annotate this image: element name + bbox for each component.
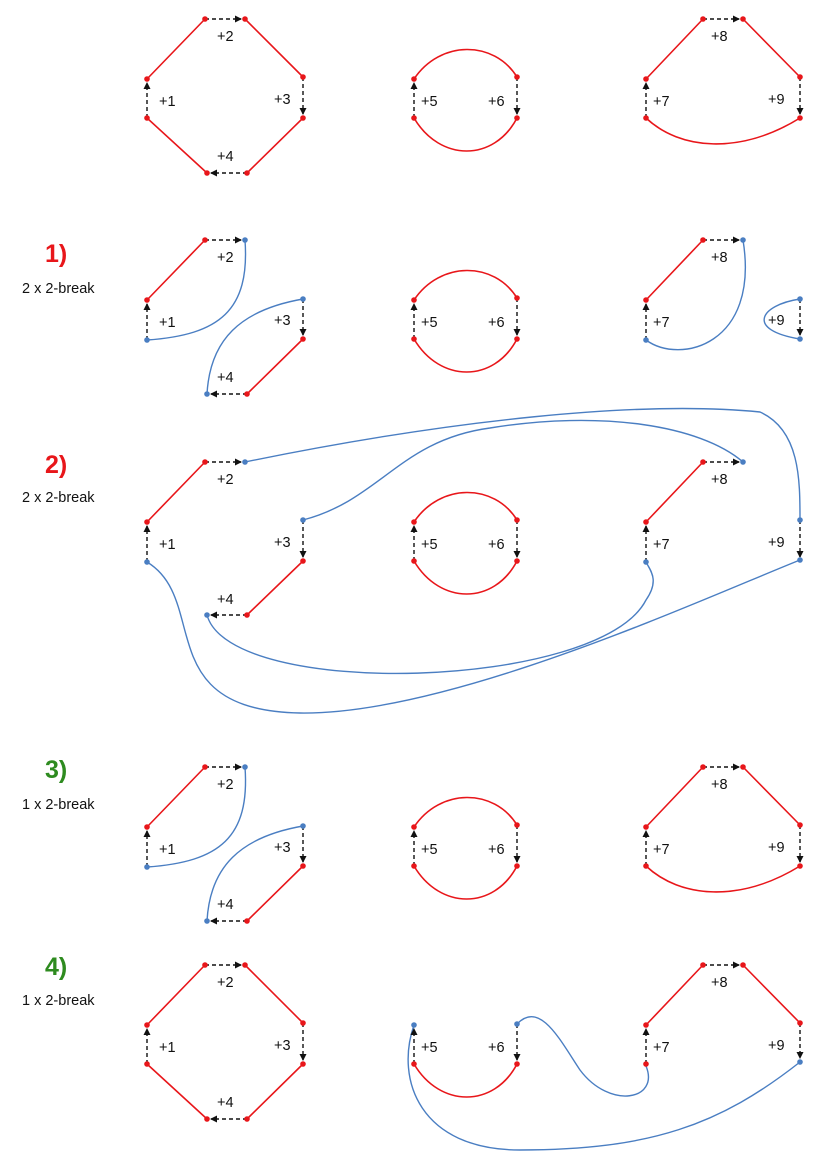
gene-label-4: +4 <box>217 149 234 165</box>
step-4-number: 4) <box>45 953 67 981</box>
gene-label-5: +5 <box>421 537 438 553</box>
gene-label-5: +5 <box>421 1040 438 1056</box>
gene-label-2: +2 <box>217 777 234 793</box>
gene-label-5: +5 <box>421 315 438 331</box>
step-1-number: 1) <box>45 240 67 268</box>
gene-label-4: +4 <box>217 897 234 913</box>
gene-label-1: +1 <box>159 315 176 331</box>
gene-label-8: +8 <box>711 250 728 266</box>
step-2-number: 2) <box>45 451 67 479</box>
step-4-label: 4) 1 x 2-break <box>22 953 95 1009</box>
gene-label-7: +7 <box>653 315 670 331</box>
gene-label-2: +2 <box>217 29 234 45</box>
gene-label-6: +6 <box>488 315 505 331</box>
gene-label-8: +8 <box>711 472 728 488</box>
gene-label-9: +9 <box>768 840 785 856</box>
gene-label-4: +4 <box>217 592 234 608</box>
row-initial: +1 +2 +3 +4 +5 +6 +7 +8 +9 <box>143 15 804 177</box>
gene-label-7: +7 <box>653 537 670 553</box>
gene-label-1: +1 <box>159 842 176 858</box>
gene-label-3: +3 <box>274 313 291 329</box>
step-3-label: 3) 1 x 2-break <box>22 756 95 813</box>
gene-label-7: +7 <box>653 94 670 110</box>
gene-label-3: +3 <box>274 535 291 551</box>
step-4-description: 1 x 2-break <box>22 993 95 1009</box>
gene-label-9: +9 <box>768 92 785 108</box>
gene-label-5: +5 <box>421 94 438 110</box>
step-2-description: 2 x 2-break <box>22 490 95 506</box>
gene-label-2: +2 <box>217 975 234 991</box>
gene-label-9: +9 <box>768 1038 785 1054</box>
gene-label-1: +1 <box>159 94 176 110</box>
gene-label-6: +6 <box>488 94 505 110</box>
gene-label-3: +3 <box>274 92 291 108</box>
gene-label-8: +8 <box>711 975 728 991</box>
gene-label-8: +8 <box>711 777 728 793</box>
gene-label-5: +5 <box>421 842 438 858</box>
gene-label-8: +8 <box>711 29 728 45</box>
gene-label-6: +6 <box>488 1040 505 1056</box>
step-2-label: 2) 2 x 2-break <box>22 451 95 506</box>
row-step-3: +1 +2 +3 +4 +5 +6 +7 +8 +9 <box>143 763 804 925</box>
gene-label-3: +3 <box>274 840 291 856</box>
gene-label-1: +1 <box>159 537 176 553</box>
row-step-2: +1 +2 +3 +4 +5 +6 +7 +8 +9 <box>143 407 804 714</box>
step-3-number: 3) <box>45 756 67 784</box>
gene-label-6: +6 <box>488 842 505 858</box>
gene-label-2: +2 <box>217 250 234 266</box>
gene-label-1: +1 <box>159 1040 176 1056</box>
gene-label-2: +2 <box>217 472 234 488</box>
step-1-description: 2 x 2-break <box>22 281 95 297</box>
gene-label-3: +3 <box>274 1038 291 1054</box>
gene-label-9: +9 <box>768 313 785 329</box>
gene-label-7: +7 <box>653 1040 670 1056</box>
gene-label-4: +4 <box>217 1095 234 1111</box>
row-step-4: +1 +2 +3 +4 +5 +6 +7 +8 +9 <box>143 961 804 1151</box>
step-1-label: 1) 2 x 2-break <box>22 240 95 297</box>
step-3-description: 1 x 2-break <box>22 797 95 813</box>
gene-label-7: +7 <box>653 842 670 858</box>
gene-label-9: +9 <box>768 535 785 551</box>
gene-label-6: +6 <box>488 537 505 553</box>
row-step-1: +1 +2 +3 +4 +5 +6 +7 +8 +9 <box>143 236 804 398</box>
gene-label-4: +4 <box>217 370 234 386</box>
